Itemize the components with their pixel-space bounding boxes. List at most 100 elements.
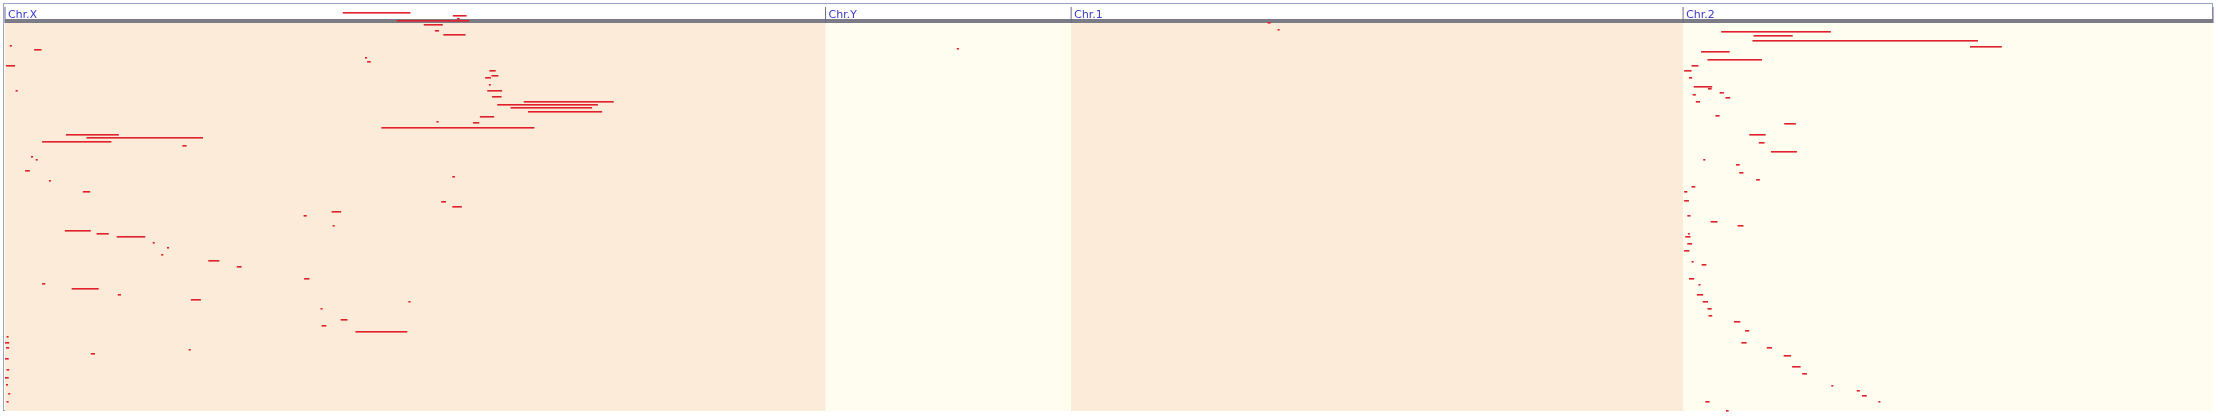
feature-mark — [71, 288, 99, 290]
feature-mark — [396, 20, 470, 22]
feature-mark — [65, 134, 119, 136]
feature-mark — [1792, 366, 1801, 368]
feature-mark — [1739, 172, 1744, 174]
feature-mark — [452, 206, 462, 208]
feature-mark — [182, 145, 187, 147]
feature-mark — [1703, 159, 1706, 161]
feature-mark — [489, 70, 496, 72]
feature-mark — [1705, 401, 1710, 403]
feature-mark — [355, 331, 408, 333]
chromosome-band — [825, 23, 1072, 411]
feature-mark — [15, 90, 18, 92]
chromosome-band — [5, 23, 826, 411]
feature-mark — [1752, 40, 1978, 42]
feature-mark — [1698, 284, 1701, 286]
feature-mark — [1688, 77, 1693, 79]
feature-mark — [1733, 321, 1741, 323]
feature-mark — [320, 308, 323, 310]
feature-mark — [331, 211, 342, 213]
feature-mark — [1862, 395, 1867, 397]
feature-mark — [236, 266, 242, 268]
feature-mark — [408, 301, 411, 303]
feature-mark — [1267, 22, 1271, 24]
feature-mark — [5, 377, 9, 379]
chromosome-label: Chr.X — [8, 8, 38, 21]
feature-mark — [166, 247, 169, 249]
feature-mark — [1741, 342, 1747, 344]
chromosome-band — [1071, 23, 1684, 411]
feature-mark — [34, 49, 42, 51]
feature-mark — [8, 393, 11, 395]
feature-mark — [457, 18, 460, 20]
feature-mark — [1749, 134, 1766, 136]
chromosome-chr-x: Chr.X — [4, 7, 826, 411]
feature-mark — [452, 176, 455, 178]
feature-mark — [1725, 97, 1731, 99]
feature-mark — [485, 77, 491, 79]
feature-mark — [1691, 186, 1696, 188]
feature-mark — [188, 349, 191, 351]
feature-mark — [528, 111, 603, 113]
feature-mark — [1758, 142, 1765, 144]
chromosome-header-bar — [1071, 19, 1684, 23]
feature-mark — [1878, 401, 1881, 403]
feature-mark — [1684, 70, 1692, 72]
feature-mark — [1756, 179, 1760, 181]
feature-mark — [510, 107, 593, 109]
feature-mark — [35, 159, 38, 161]
feature-mark — [64, 230, 91, 232]
feature-mark — [1766, 347, 1773, 349]
feature-mark — [30, 156, 34, 158]
feature-mark — [1856, 390, 1860, 392]
feature-mark — [6, 336, 9, 338]
feature-mark — [452, 15, 467, 17]
feature-mark — [1715, 115, 1720, 117]
feature-mark — [1831, 385, 1834, 387]
feature-mark — [340, 319, 348, 321]
feature-mark — [1710, 221, 1718, 223]
feature-mark — [1770, 151, 1797, 153]
feature-mark — [152, 242, 155, 244]
feature-mark — [5, 358, 9, 360]
feature-mark — [1802, 373, 1807, 375]
feature-mark — [1702, 301, 1708, 303]
feature-mark — [497, 104, 598, 106]
feature-mark — [42, 141, 112, 143]
feature-mark — [491, 75, 499, 77]
feature-mark — [117, 294, 121, 296]
feature-mark — [423, 24, 443, 26]
feature-mark — [1784, 123, 1796, 125]
feature-mark — [1696, 294, 1704, 296]
feature-mark — [321, 325, 327, 327]
feature-mark — [332, 225, 335, 227]
chromosome-chr-y: Chr.Y — [825, 7, 1072, 411]
feature-mark — [1687, 215, 1691, 217]
feature-mark — [956, 48, 959, 50]
feature-mark — [487, 90, 503, 92]
feature-mark — [1685, 236, 1691, 238]
feature-mark — [48, 180, 51, 182]
feature-mark — [1684, 250, 1690, 252]
feature-mark — [1736, 164, 1740, 166]
feature-mark — [1707, 88, 1712, 90]
feature-mark — [1691, 261, 1694, 263]
feature-mark — [6, 384, 9, 386]
feature-mark — [1701, 264, 1707, 266]
chromosome-label: Chr.Y — [829, 8, 858, 21]
feature-mark — [472, 122, 480, 124]
feature-mark — [1970, 46, 2002, 48]
chromosome-label: Chr.1 — [1074, 8, 1103, 21]
feature-mark — [1719, 92, 1724, 94]
chromosome-chr-2: Chr.2 — [1682, 7, 2213, 412]
feature-mark — [1707, 59, 1762, 61]
feature-mark — [1691, 65, 1699, 67]
feature-mark — [6, 369, 10, 371]
feature-mark — [1753, 35, 1793, 37]
feature-mark — [1737, 225, 1744, 227]
feature-mark — [116, 236, 146, 238]
feature-mark — [479, 116, 495, 118]
feature-mark — [1692, 94, 1696, 96]
feature-mark — [1721, 31, 1831, 33]
feature-mark — [1707, 308, 1712, 310]
feature-mark — [42, 283, 46, 285]
